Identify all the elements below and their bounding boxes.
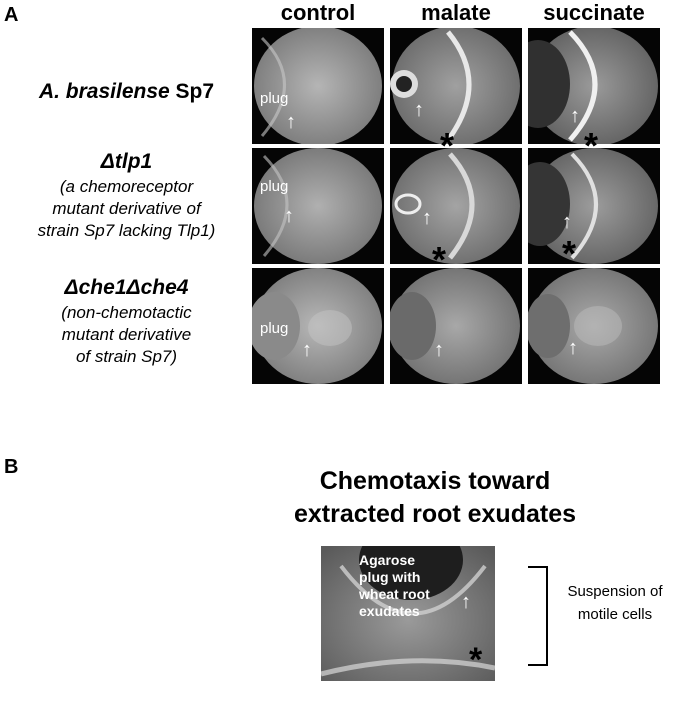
panel-b-title-line: Chemotaxis toward — [319, 467, 551, 495]
plug-label: plug — [260, 90, 289, 107]
row-title-wildtype-italic: A. brasilense — [38, 80, 170, 103]
image-tlp1-malate: ↑ — [390, 148, 522, 264]
row-title-che1che4: Δche1Δche4 — [4, 276, 249, 300]
suspension-label-line: Suspension of — [567, 583, 663, 600]
arrow-icon: ↑ — [434, 339, 444, 361]
arrow-icon: ↑ — [570, 105, 580, 127]
image-che1che4-malate: ↑ — [390, 268, 522, 384]
row-title-che1che4-italic: Δche1Δche4 — [64, 276, 189, 299]
row-title-wildtype-plain: Sp7 — [169, 80, 215, 103]
suspension-bracket — [528, 566, 548, 666]
arrow-icon: ↑ — [286, 111, 296, 133]
arrow-icon: ↑ — [422, 207, 432, 229]
arrow-icon: ↑ — [284, 205, 294, 227]
arrow-icon: ↑ — [568, 337, 578, 359]
suspension-label: Suspension of motile cells — [555, 580, 675, 626]
row-title-tlp1: Δtlp1 — [4, 150, 249, 174]
row-desc-tlp1-line: (a chemoreceptor — [59, 177, 194, 196]
row-desc-che1che4-line: of strain Sp7) — [75, 347, 178, 366]
image-tlp1-succinate: ↑ — [528, 148, 660, 264]
row-desc-tlp1-line: mutant derivative of — [52, 199, 201, 218]
row-desc-tlp1-line: strain Sp7 lacking Tlp1) — [37, 221, 216, 240]
image-che1che4-control: plug ↑ — [252, 268, 384, 384]
row-title-wildtype: A. brasilense Sp7 — [4, 80, 249, 104]
row-desc-che1che4-line: mutant derivative — [61, 325, 192, 344]
plug-label: plug — [260, 320, 289, 337]
arrow-icon: ↑ — [302, 339, 312, 361]
panel-b-title-line: extracted root exudates — [293, 500, 577, 528]
agarose-plug-label-line: Agarose — [359, 552, 416, 568]
panel-a-letter: A — [4, 4, 19, 26]
agarose-plug-label: Agarose plug with wheat root exudates — [359, 552, 459, 620]
column-header-control: control — [280, 0, 356, 25]
image-root-exudates: Agarose plug with wheat root exudates ↑ … — [321, 546, 495, 681]
image-tlp1-control: plug ↑ — [252, 148, 384, 264]
column-header-malate: malate — [421, 0, 491, 25]
asterisk-icon: * — [584, 125, 599, 166]
row-desc-che1che4-line: (non-chemotactic — [61, 303, 192, 322]
row-title-tlp1-italic: Δtlp1 — [100, 150, 153, 173]
agarose-plug-label-line: plug with — [359, 569, 421, 585]
arrow-icon: ↑ — [461, 591, 471, 613]
asterisk-icon: * — [432, 239, 447, 280]
asterisk-icon: * — [562, 233, 577, 274]
agarose-plug-label-line: exudates — [359, 603, 420, 619]
asterisk-icon: * — [469, 641, 483, 679]
image-wildtype-succinate: ↑ — [528, 28, 660, 144]
plug-label: plug — [260, 178, 289, 195]
image-wildtype-malate: ↑ — [390, 28, 522, 144]
asterisk-icon: * — [440, 125, 455, 166]
arrow-icon: ↑ — [562, 211, 572, 233]
image-che1che4-succinate: ↑ — [528, 268, 660, 384]
column-header-succinate: succinate — [543, 0, 645, 25]
panel-b-title: Chemotaxis toward extracted root exudate… — [255, 465, 615, 531]
row-desc-che1che4: (non-chemotactic mutant derivative of st… — [4, 302, 249, 368]
arrow-icon: ↑ — [414, 99, 424, 121]
panel-b-letter: B — [4, 456, 19, 478]
row-desc-tlp1: (a chemoreceptor mutant derivative of st… — [4, 176, 249, 242]
agarose-plug-label-line: wheat root — [359, 586, 430, 602]
image-wildtype-control: plug ↑ — [252, 28, 384, 144]
suspension-label-line: motile cells — [577, 606, 653, 623]
